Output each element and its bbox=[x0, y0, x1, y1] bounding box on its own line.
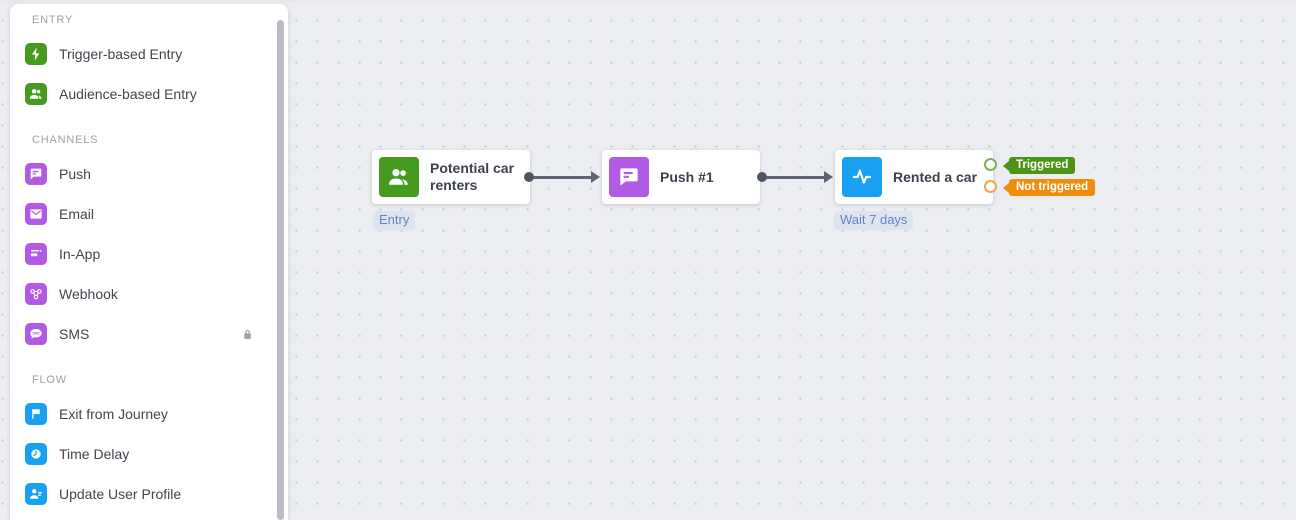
push-chat-icon bbox=[25, 163, 47, 185]
node-potential-car-renters[interactable]: Potential car renters bbox=[372, 150, 530, 204]
node-title: Rented a car bbox=[893, 168, 978, 185]
sidebar-item-label: Push bbox=[59, 166, 91, 182]
sidebar-item-label: In-App bbox=[59, 246, 101, 262]
email-icon bbox=[25, 203, 47, 225]
connector-source-dot bbox=[524, 172, 534, 182]
sidebar-item-sms[interactable]: SMS SMS bbox=[10, 314, 288, 354]
sidebar-scrollbar[interactable] bbox=[277, 20, 284, 520]
flag-icon bbox=[25, 403, 47, 425]
sidebar-item-label: Trigger-based Entry bbox=[59, 46, 183, 62]
sidebar-item-label: Time Delay bbox=[59, 446, 130, 462]
connector-source-dot bbox=[757, 172, 767, 182]
lock-icon bbox=[241, 328, 254, 341]
port-triggered[interactable] bbox=[984, 158, 997, 171]
port-not-triggered[interactable] bbox=[984, 180, 997, 193]
top-border bbox=[0, 0, 1296, 3]
triggered-tag: Triggered bbox=[1009, 157, 1076, 174]
sidebar-item-in-app[interactable]: In-App bbox=[10, 234, 288, 274]
sidebar-item-audience-based-entry[interactable]: Audience-based Entry bbox=[10, 74, 288, 114]
sidebar-item-trigger-based-entry[interactable]: Trigger-based Entry bbox=[10, 34, 288, 74]
sidebar-item-exit-from-journey[interactable]: Exit from Journey bbox=[10, 394, 288, 434]
node-push-1[interactable]: Push #1 bbox=[602, 150, 760, 204]
connector-arrowhead bbox=[591, 170, 600, 183]
sidebar-item-label: SMS bbox=[59, 326, 90, 342]
audience-icon bbox=[379, 157, 419, 197]
audience-icon bbox=[25, 83, 47, 105]
clock-icon bbox=[25, 443, 47, 465]
sidebar-item-label: Audience-based Entry bbox=[59, 86, 197, 102]
sms-icon: SMS bbox=[25, 323, 47, 345]
sidebar-item-webhook[interactable]: Webhook bbox=[10, 274, 288, 314]
push-chat-icon bbox=[609, 157, 649, 197]
connector-arrowhead bbox=[824, 170, 833, 183]
connector-line bbox=[764, 176, 825, 179]
sidebar-item-label: Webhook bbox=[59, 286, 118, 302]
wait-badge: Wait 7 days bbox=[834, 211, 914, 230]
sidebar-item-push[interactable]: Push bbox=[10, 154, 288, 194]
not-triggered-tag: Not triggered bbox=[1009, 179, 1096, 196]
node-title: Potential car renters bbox=[430, 160, 515, 193]
sidebar-item-update-user-profile[interactable]: Update User Profile bbox=[10, 474, 288, 514]
bolt-icon bbox=[25, 43, 47, 65]
in-app-icon bbox=[25, 243, 47, 265]
section-header-entry: ENTRY bbox=[32, 14, 74, 26]
sidebar-item-label: Exit from Journey bbox=[59, 406, 168, 422]
sidebar-item-email[interactable]: Email bbox=[10, 194, 288, 234]
entry-badge: Entry bbox=[373, 211, 416, 230]
webhook-icon bbox=[25, 283, 47, 305]
sidebar-item-label: Update User Profile bbox=[59, 486, 182, 502]
connector-line bbox=[531, 176, 592, 179]
sidebar-item-label: Email bbox=[59, 206, 95, 222]
section-header-flow: FLOW bbox=[32, 374, 67, 386]
node-title: Push #1 bbox=[660, 168, 714, 185]
node-rented-a-car[interactable]: Rented a car bbox=[835, 150, 993, 204]
sidebar-item-time-delay[interactable]: Time Delay bbox=[10, 434, 288, 474]
user-edit-icon bbox=[25, 483, 47, 505]
blocks-sidebar: ENTRY Trigger-based Entry Audience-based… bbox=[10, 4, 288, 520]
svg-text:SMS: SMS bbox=[32, 332, 40, 336]
section-header-channels: CHANNELS bbox=[32, 134, 99, 146]
activity-icon bbox=[842, 157, 882, 197]
